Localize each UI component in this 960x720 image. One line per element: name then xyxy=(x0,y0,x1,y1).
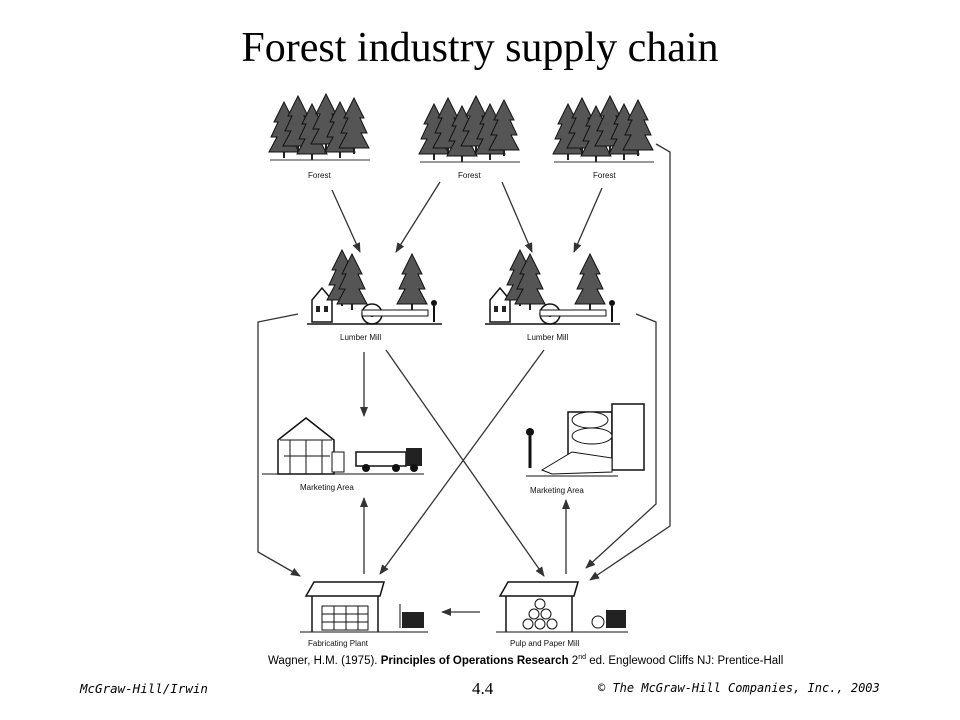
arrow-forest-left-to-lumber-left xyxy=(331,189,361,253)
arrow-lumber-left-to-fabricating xyxy=(257,313,301,577)
citation: Wagner, H.M. (1975). Principles of Opera… xyxy=(268,654,783,667)
forest-left-image xyxy=(269,94,370,160)
pulp-paper-mill-label: Pulp and Paper Mill xyxy=(510,639,580,648)
footer-publisher: McGraw-Hill/Irwin xyxy=(80,681,208,696)
lumber-mill-right-image xyxy=(485,250,620,324)
citation-edition-number: 2 xyxy=(568,654,579,667)
arrow-forest-center-to-lumber-left xyxy=(395,181,441,253)
forest-center-label: Forest xyxy=(458,171,481,180)
lumber-mill-left-label: Lumber Mill xyxy=(340,333,382,342)
citation-edition-suffix: nd xyxy=(578,654,586,661)
marketing-area-right-image xyxy=(526,403,645,477)
footer-copyright: © The McGraw-Hill Companies, Inc., 2003 xyxy=(598,681,880,695)
slide-title: Forest industry supply chain xyxy=(241,25,719,71)
arrow-lumber-left-to-pulp-mill xyxy=(385,349,545,577)
forest-center-image xyxy=(419,96,520,162)
citation-book-title: Principles of Operations Research xyxy=(380,654,569,667)
arrow-lumber-right-to-fabricating xyxy=(379,349,545,575)
forest-right-image xyxy=(553,96,654,162)
lumber-mill-right-label: Lumber Mill xyxy=(527,333,569,342)
lumber-mill-left-image xyxy=(307,250,442,324)
arrow-forest-right-to-pulp-mill xyxy=(589,143,671,581)
citation-authors: Wagner, H.M. (1975). xyxy=(268,654,381,667)
arrow-forest-center-to-lumber-right xyxy=(501,181,533,253)
pulp-paper-mill-image xyxy=(496,581,628,633)
marketing-area-left-image xyxy=(262,417,424,475)
fabricating-plant-label: Fabricating Plant xyxy=(308,639,369,648)
arrow-forest-right-to-lumber-right xyxy=(573,187,603,253)
marketing-area-left-label: Marketing Area xyxy=(300,483,354,492)
fabricating-plant-image xyxy=(300,581,428,633)
page-number: 4.4 xyxy=(472,679,494,698)
forest-left-label: Forest xyxy=(308,171,331,180)
marketing-area-right-label: Marketing Area xyxy=(530,486,584,495)
forest-right-label: Forest xyxy=(593,171,616,180)
citation-publisher: ed. Englewood Cliffs NJ: Prentice-Hall xyxy=(586,654,784,667)
arrow-lumber-right-to-pulp-mill xyxy=(585,313,657,569)
